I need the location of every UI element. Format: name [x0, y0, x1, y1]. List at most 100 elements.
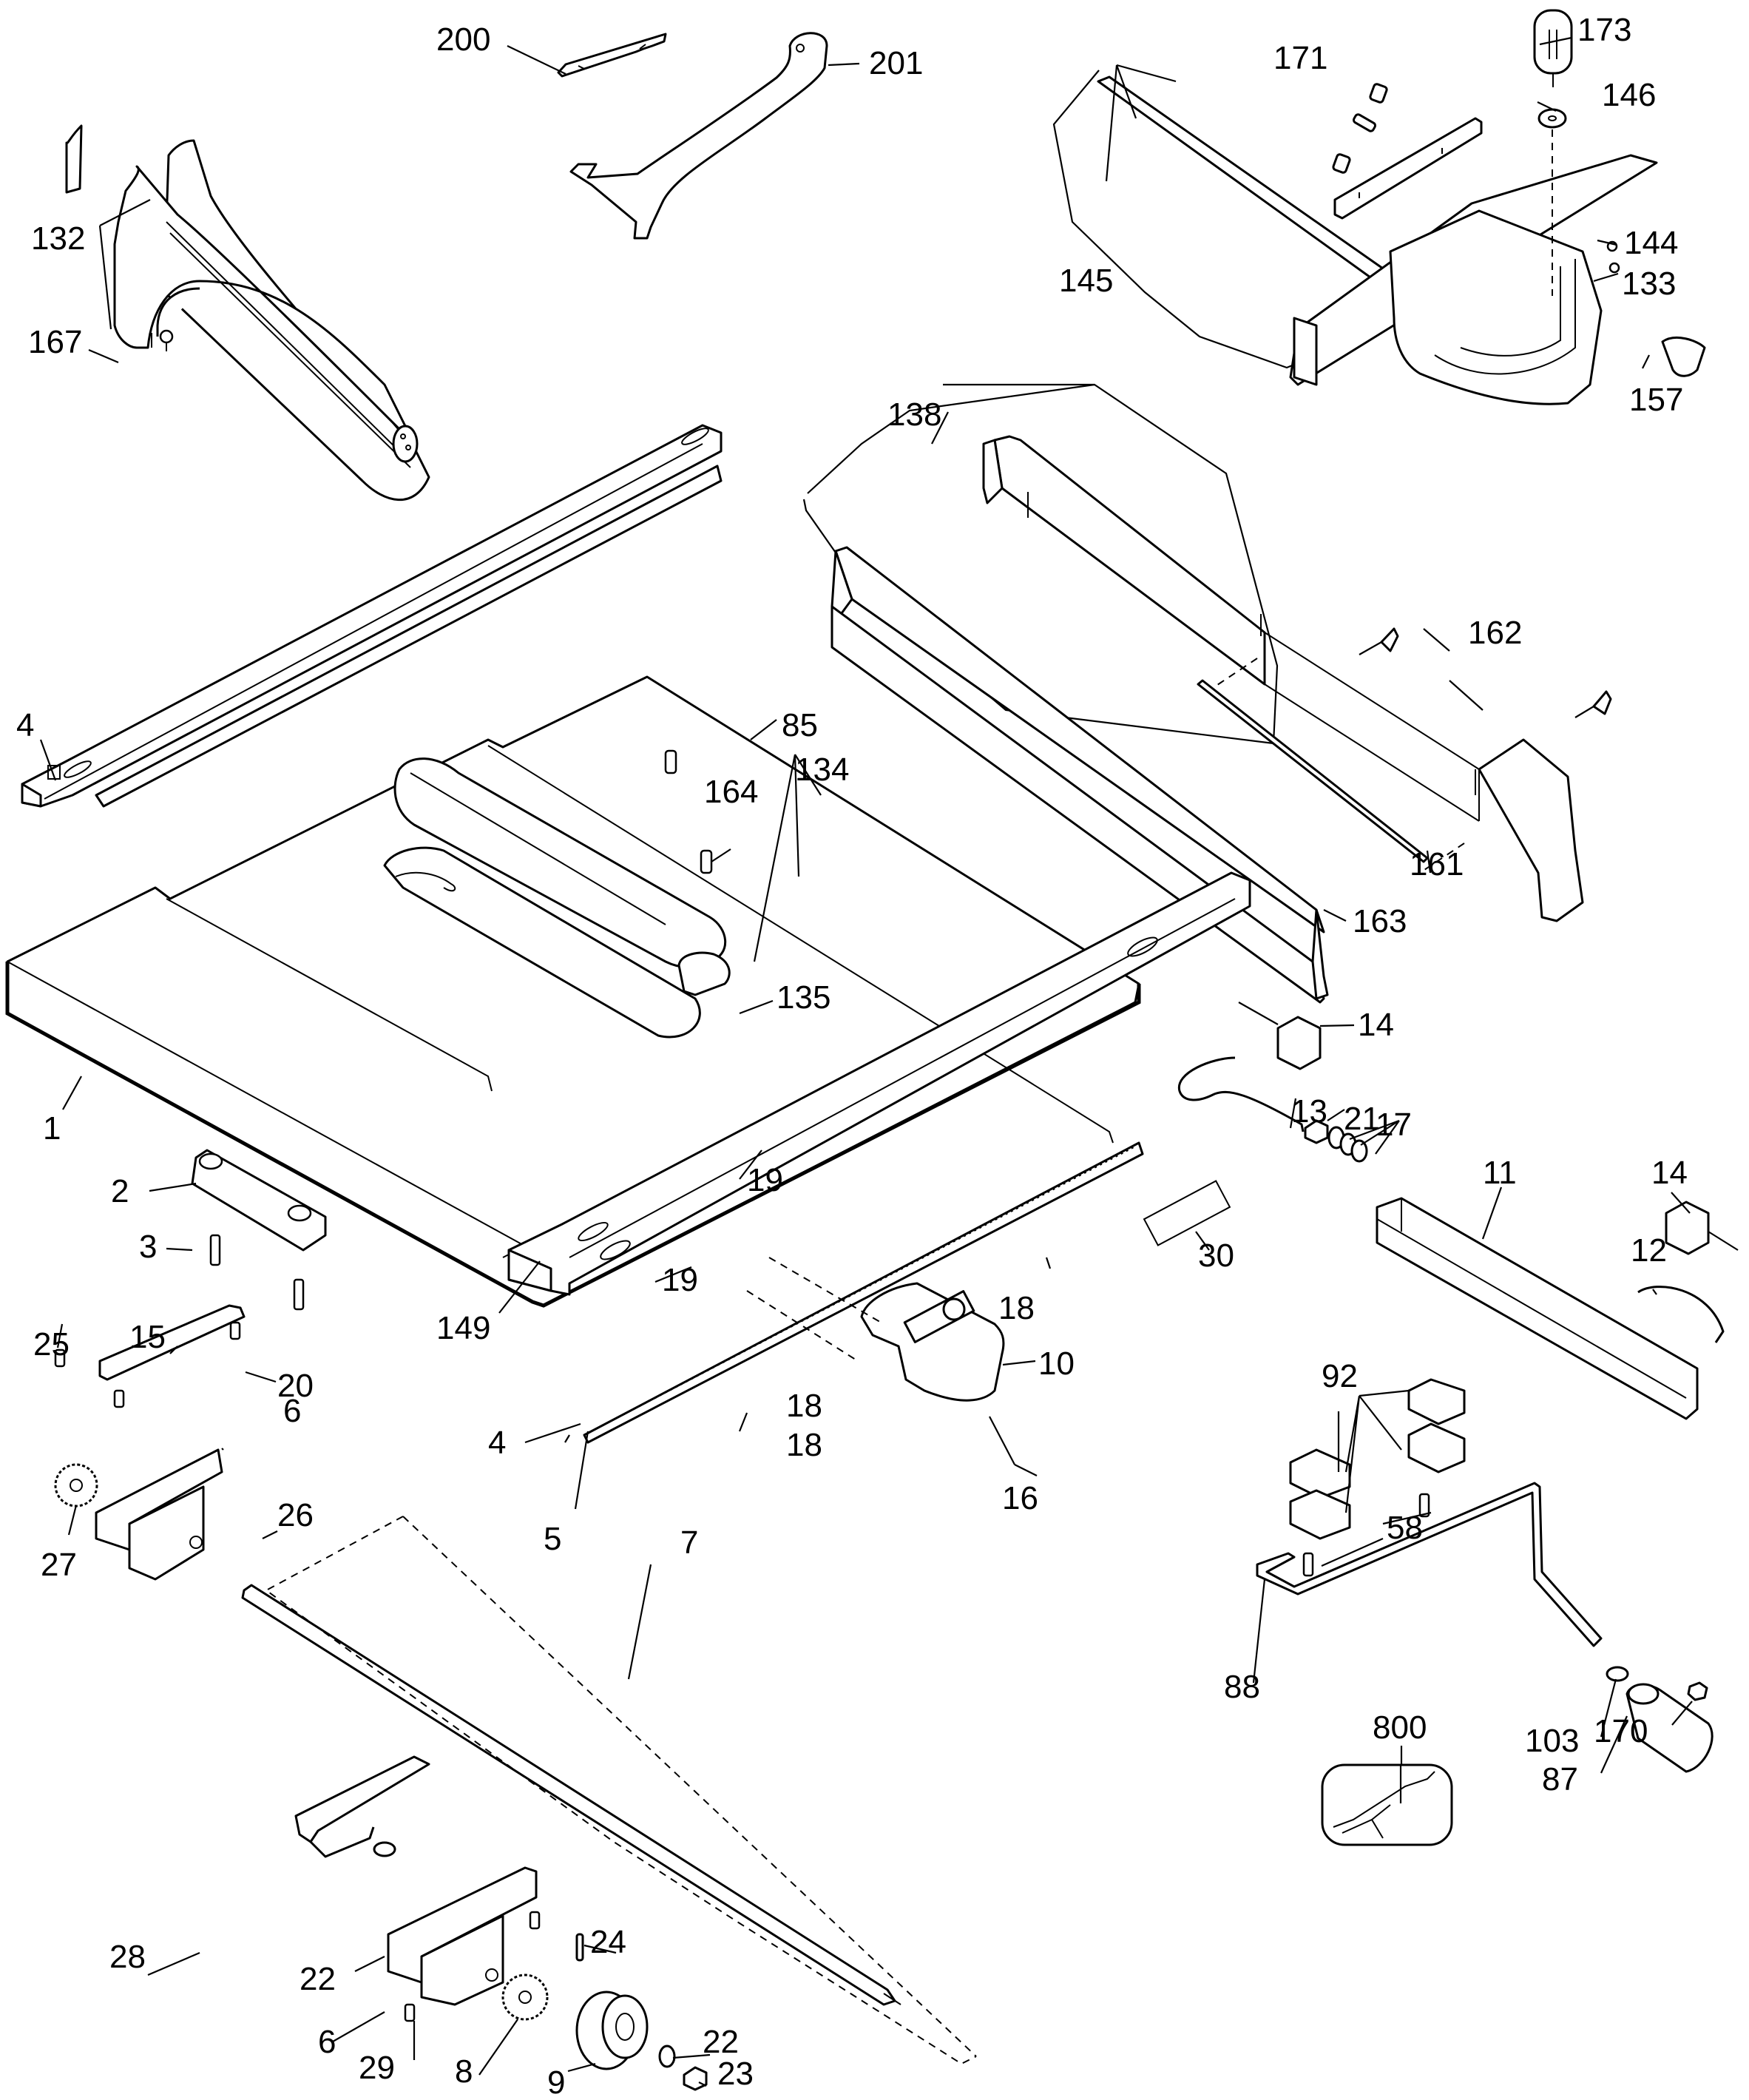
callout-12: 12 — [1631, 1232, 1667, 1269]
callout-19-bottom: 19 — [662, 1262, 698, 1298]
part-133-miter-gauge — [1052, 70, 1658, 405]
callout-2: 2 — [111, 1173, 129, 1209]
callout-25: 25 — [33, 1326, 70, 1363]
callout-18-left: 18 — [786, 1388, 822, 1424]
part-7-shaft — [241, 1584, 901, 2006]
callout-134: 134 — [795, 752, 849, 788]
part-170-nut — [1687, 1681, 1708, 1701]
callout-22-top: 22 — [300, 1961, 336, 1997]
callout-200: 200 — [436, 21, 490, 58]
callout-92: 92 — [1322, 1358, 1358, 1394]
part-14-blocks — [1238, 1002, 1739, 1255]
callout-164: 164 — [704, 774, 758, 810]
part-171-screws — [1332, 83, 1388, 174]
callout-11: 11 — [1483, 1155, 1517, 1191]
callout-173: 173 — [1577, 12, 1631, 48]
callout-6-top: 6 — [283, 1393, 301, 1429]
callout-18-middle: 18 — [786, 1427, 822, 1463]
part-87-grip — [1625, 1683, 1714, 1773]
callout-58: 58 — [1387, 1510, 1423, 1546]
leader-lines — [39, 36, 1693, 2087]
callout-170: 170 — [1594, 1713, 1648, 1749]
callout-4-rear: 4 — [16, 707, 34, 743]
callout-171: 171 — [1273, 40, 1327, 76]
callout-20: 20 — [277, 1368, 314, 1404]
part-30-label — [1143, 1180, 1231, 1246]
callout-27: 27 — [41, 1547, 77, 1583]
callout-132: 132 — [31, 220, 85, 257]
callout-135: 135 — [777, 979, 830, 1016]
part-164-screw — [700, 849, 713, 874]
part-146-washer — [1537, 108, 1567, 129]
part-800-accessory — [1321, 1763, 1453, 1846]
part-21-17-hardware — [1304, 1119, 1368, 1163]
callout-167: 167 — [28, 324, 82, 360]
callout-145: 133 — [1622, 266, 1676, 302]
callout-88: 88 — [1224, 1669, 1260, 1705]
part-162-knobs — [1359, 627, 1612, 718]
part-200-spacer — [557, 33, 667, 78]
callout-14-right: 14 — [1651, 1155, 1688, 1191]
part-144-145 — [1606, 240, 1620, 274]
callout-17: 17 — [1376, 1107, 1412, 1143]
callout-1: 1 — [43, 1110, 61, 1147]
assembly-box-edge — [402, 1516, 977, 2057]
callout-85: 85 — [782, 707, 818, 743]
callout-13: 13 — [1291, 1093, 1327, 1130]
part-28-bracket — [294, 1755, 430, 1858]
callout-29: 29 — [359, 2050, 395, 2086]
callout-15: 15 — [129, 1319, 166, 1355]
part-157-knob — [1661, 337, 1706, 377]
callout-10: 10 — [1038, 1346, 1075, 1382]
callout-6-bottom: 6 — [318, 2024, 336, 2060]
callout-28: 28 — [109, 1939, 146, 1975]
part-4-rear-rail — [21, 424, 723, 808]
part-22-washer-b — [658, 2045, 676, 2068]
callout-133: 145 — [1059, 263, 1113, 299]
callout-7: 7 — [680, 1525, 698, 1561]
callout-14-top: 14 — [1358, 1007, 1394, 1043]
part-15-plate — [54, 1304, 246, 1408]
callout-103: 103 — [1525, 1723, 1579, 1759]
part-8-gear — [501, 1974, 549, 2021]
callout-labels: 200 201 132 167 173 171 146 144 145 133 … — [16, 12, 1688, 2100]
part-135-knob — [677, 951, 731, 996]
part-11-support-bar — [1376, 1197, 1699, 1420]
part-10-cursor — [860, 1282, 1005, 1402]
callout-8: 8 — [455, 2053, 473, 2090]
callout-16: 16 — [1002, 1480, 1038, 1516]
callout-30: 30 — [1198, 1238, 1234, 1274]
part-23-nut — [683, 2066, 708, 2091]
part-92-clamps — [1289, 1378, 1466, 1577]
callout-161: 161 — [1410, 846, 1464, 882]
callout-26: 26 — [277, 1497, 314, 1533]
callout-22-bottom: 22 — [703, 2024, 739, 2060]
part-6-bracket-top — [95, 1448, 223, 1581]
callout-21: 21 — [1344, 1101, 1380, 1137]
callout-19-top: 19 — [747, 1162, 783, 1198]
callout-163: 163 — [1353, 903, 1407, 939]
callout-138: 138 — [887, 396, 941, 433]
part-201-wrench — [569, 32, 828, 240]
callout-9: 9 — [547, 2064, 565, 2100]
part-132-blade-guard — [65, 124, 430, 502]
callout-157: 157 — [1629, 382, 1683, 418]
part-2-foot — [191, 1149, 327, 1311]
part-88-crank-rod — [1256, 1482, 1603, 1647]
part-173-knob — [1533, 9, 1573, 87]
callout-800: 800 — [1373, 1709, 1427, 1746]
callout-4-front: 4 — [488, 1425, 506, 1461]
callout-162: 162 — [1468, 615, 1522, 651]
part-85-screw — [664, 749, 677, 774]
callout-3: 3 — [139, 1229, 157, 1265]
callout-18-right: 18 — [998, 1290, 1035, 1326]
part-4-front-rail — [507, 871, 1251, 1296]
callout-87: 87 — [1542, 1761, 1578, 1797]
part-12-handle — [1637, 1286, 1725, 1343]
callout-201: 201 — [869, 45, 923, 81]
assembly-line-10 — [746, 1257, 884, 1362]
part-1-table — [5, 675, 1141, 1308]
part-103-washer — [1606, 1666, 1629, 1682]
callout-149: 149 — [436, 1310, 490, 1346]
